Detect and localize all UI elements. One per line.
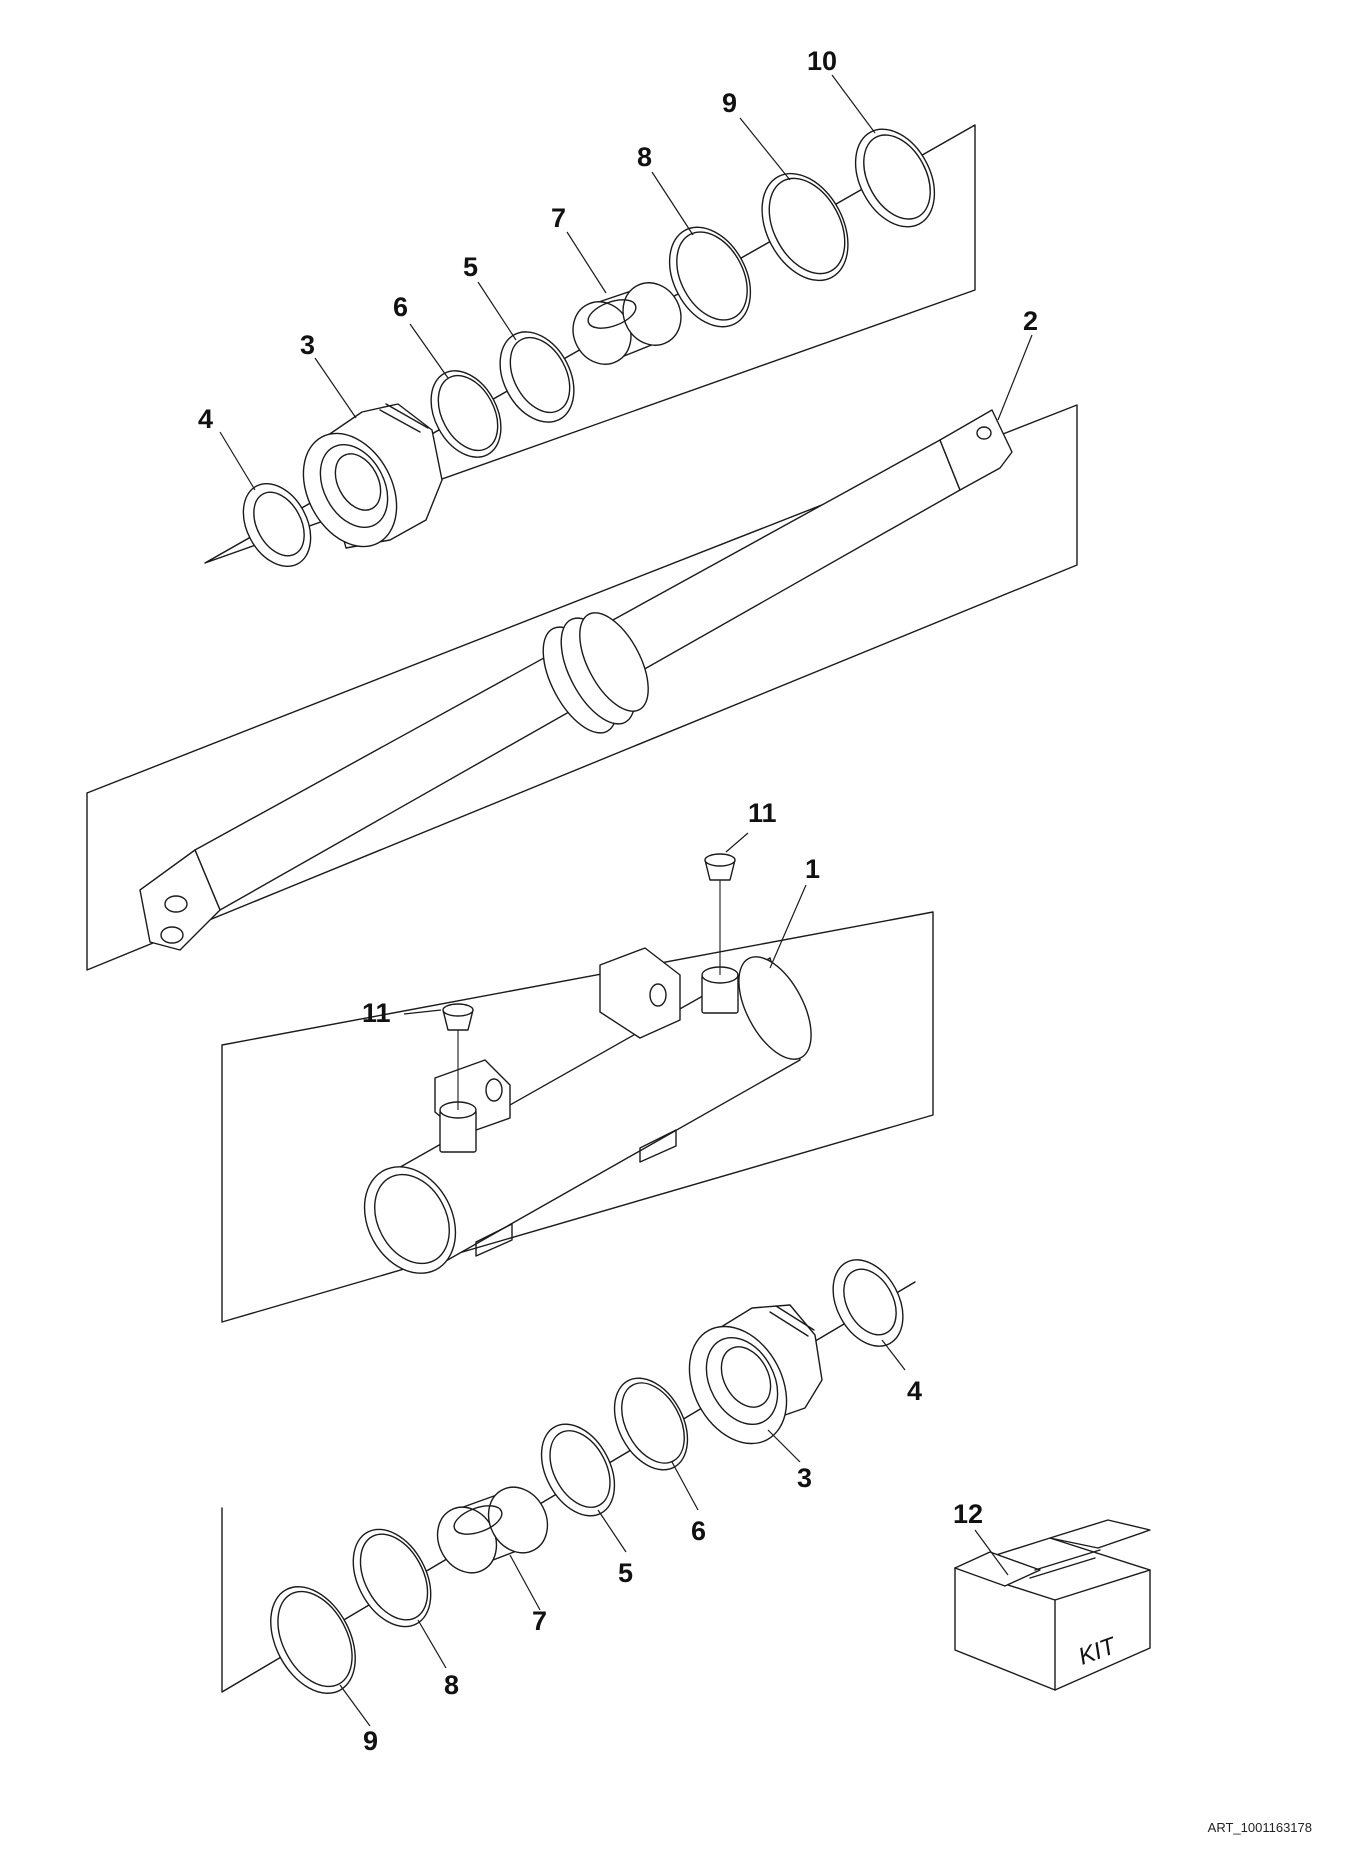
lower-gland-3 <box>688 1304 823 1445</box>
leader-lines <box>219 74 1033 1727</box>
callouts: 10 9 8 7 5 6 3 4 2 11 1 11 4 3 6 5 7 8 9… <box>198 46 1038 1756</box>
grease-fitting-11-top <box>704 853 736 881</box>
seal-kit-box-12: KIT <box>954 1519 1151 1691</box>
lower-seal-6 <box>613 1377 689 1471</box>
callout-7-upper: 7 <box>551 203 566 233</box>
callout-3-lower: 3 <box>797 1463 812 1493</box>
upper-seal-5 <box>499 331 575 423</box>
piston-rod-group <box>86 404 1078 971</box>
callout-9-lower: 9 <box>363 1726 378 1756</box>
callout-11-top: 11 <box>748 798 777 828</box>
upper-gland-3 <box>302 403 443 549</box>
callout-5-upper: 5 <box>463 252 478 282</box>
lower-wiper-ring-4 <box>832 1259 904 1347</box>
callout-11-left: 11 <box>362 998 391 1028</box>
callout-12-kit: 12 <box>953 1499 983 1529</box>
lower-ring-9 <box>270 1586 356 1694</box>
callout-8-upper: 8 <box>637 142 652 172</box>
lower-seal-group <box>221 1259 916 1694</box>
callout-4-upper: 4 <box>198 404 213 434</box>
callout-5-lower: 5 <box>618 1558 633 1588</box>
art-id-label: ART_1001163178 <box>1207 1820 1312 1835</box>
callout-6-upper: 6 <box>393 292 408 322</box>
callout-7-lower: 7 <box>532 1606 547 1636</box>
upper-bushing-7 <box>572 282 682 365</box>
callout-4-lower: 4 <box>907 1376 922 1406</box>
callout-9-upper: 9 <box>722 88 737 118</box>
upper-seal-6 <box>430 370 502 458</box>
callout-2-rod: 2 <box>1023 306 1038 336</box>
upper-ring-9 <box>761 172 849 282</box>
upper-seal-group <box>204 124 976 568</box>
callout-1-barrel: 1 <box>805 854 820 884</box>
barrel-parallelogram <box>221 911 934 1323</box>
lower-ring-8 <box>352 1528 432 1628</box>
grease-fitting-11-left <box>442 1003 474 1031</box>
callout-10-upper: 10 <box>807 46 837 76</box>
lower-bushing-7 <box>436 1486 549 1574</box>
upper-wiper-ring-4 <box>242 482 312 568</box>
callout-8-lower: 8 <box>444 1670 459 1700</box>
callout-3-upper: 3 <box>300 330 315 360</box>
lower-seal-5 <box>540 1423 616 1517</box>
cylinder-barrel-1 <box>363 947 812 1274</box>
callout-6-lower: 6 <box>691 1516 706 1546</box>
barrel-group <box>221 853 934 1323</box>
piston-rod-2 <box>139 409 1013 951</box>
upper-ring-8 <box>668 226 752 328</box>
upper-ring-10 <box>854 128 936 228</box>
rod-parallelogram <box>86 404 1078 971</box>
